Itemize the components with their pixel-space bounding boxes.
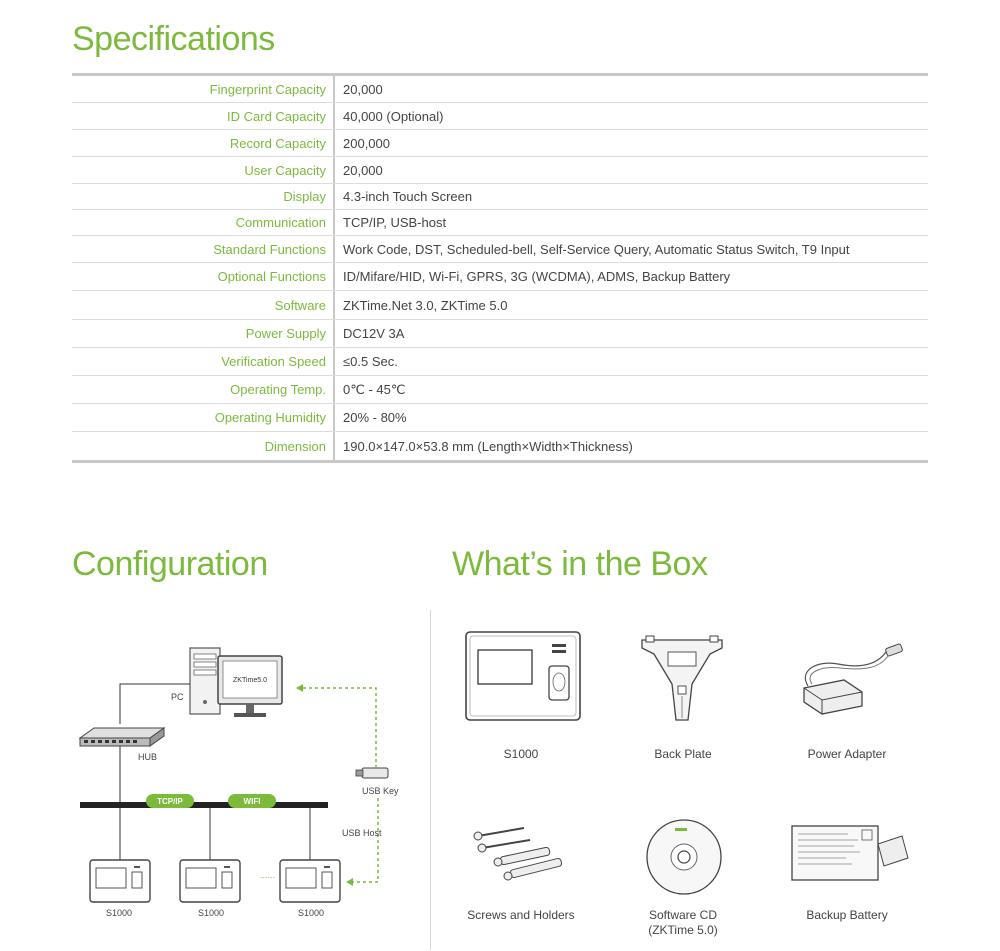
spec-row: Dimension 190.0×147.0×53.8 mm (Length×Wi…: [72, 432, 928, 460]
spec-value: 40,000 (Optional): [343, 108, 444, 124]
wifi-badge: [228, 794, 276, 808]
spec-label: Software: [72, 291, 335, 319]
s1000-device-icon: [179, 859, 241, 903]
spec-label: Dimension: [72, 432, 335, 460]
network-bus: [80, 802, 328, 808]
box-caption-power-adapter: Power Adapter: [807, 747, 887, 761]
spec-row: Standard Functions Work Code, DST, Sched…: [72, 236, 928, 263]
spec-value: 190.0×147.0×53.8 mm (Length×Width×Thickn…: [343, 438, 633, 454]
spec-label: Verification Speed: [72, 348, 335, 375]
spec-row: Fingerprint Capacity 20,000: [72, 76, 928, 103]
spec-label: User Capacity: [72, 157, 335, 183]
specifications-title: Specifications: [72, 20, 275, 58]
spec-row: Power Supply DC12V 3A: [72, 320, 928, 348]
box-caption-back-plate: Back Plate: [654, 747, 712, 761]
box-caption-screws: Screws and Holders: [467, 908, 575, 922]
s1000-device-icon: [89, 859, 151, 903]
box-caption-software-cd: Software CD (ZKTime 5.0): [603, 908, 763, 938]
spec-row: Display 4.3-inch Touch Screen: [72, 184, 928, 210]
device-label: S1000: [198, 908, 225, 918]
pc-tower-icon: [189, 647, 221, 715]
spec-value: 0℃ - 45℃: [343, 381, 406, 397]
spec-value: 20,000: [343, 162, 383, 178]
box-caption-backup-battery: Backup Battery: [806, 908, 888, 922]
pc-label: PC: [171, 692, 184, 702]
spec-value: 20,000: [343, 81, 383, 97]
device-label: S1000: [106, 908, 133, 918]
spec-value: ID/Mifare/HID, Wi-Fi, GPRS, 3G (WCDMA), …: [343, 269, 731, 284]
spec-value: 200,000: [343, 135, 390, 151]
spec-row: ID Card Capacity 40,000 (Optional): [72, 103, 928, 130]
spec-row: Verification Speed ≤0.5 Sec.: [72, 348, 928, 376]
power-adapter-icon: [803, 643, 903, 715]
spec-row: Optional Functions ID/Mifare/HID, Wi-Fi,…: [72, 263, 928, 291]
monitor-icon: ZKTime5.0: [217, 655, 283, 717]
spec-label: Standard Functions: [72, 236, 335, 262]
spec-label: Operating Temp.: [72, 376, 335, 403]
spec-row: Communication TCP/IP, USB-host: [72, 210, 928, 236]
screws-icon: [473, 827, 563, 881]
spec-value: DC12V 3A: [343, 326, 405, 341]
spec-row: Record Capacity 200,000: [72, 130, 928, 157]
battery-icon: [791, 825, 909, 881]
usb-key-label: USB Key: [362, 786, 399, 796]
device-icon: [465, 631, 581, 721]
spec-label: Optional Functions: [72, 263, 335, 290]
hub-label: HUB: [138, 752, 158, 762]
hub-icon: [78, 727, 166, 747]
screen-text: ZKTime5.0: [233, 677, 267, 684]
device-dots: ......: [260, 870, 275, 880]
whats-in-the-box-title: What’s in the Box: [452, 545, 708, 583]
back-plate-icon: [641, 635, 723, 721]
spec-label: Power Supply: [72, 320, 335, 347]
configuration-title: Configuration: [72, 545, 268, 583]
section-divider: [430, 610, 431, 950]
wifi-label: WIFI: [244, 797, 261, 806]
specifications-table: Fingerprint Capacity 20,000 ID Card Capa…: [72, 73, 928, 463]
box-caption-cd-line1: Software CD: [648, 908, 718, 922]
tcpip-label: TCP/IP: [157, 797, 183, 806]
spec-value: ≤0.5 Sec.: [343, 354, 398, 369]
spec-row: User Capacity 20,000: [72, 157, 928, 184]
device-label: S1000: [298, 908, 325, 918]
s1000-device-icon: [279, 859, 341, 903]
configuration-diagram-svg: ZKTime5.0 TCP/IP WIFI: [78, 647, 389, 903]
spec-label: ID Card Capacity: [72, 103, 335, 129]
box-caption-cd-line2: (ZKTime 5.0): [648, 923, 718, 937]
spec-row: Operating Humidity 20% - 80%: [72, 404, 928, 432]
configuration-diagram: ZKTime5.0 TCP/IP WIFI: [72, 620, 422, 950]
usb-host-label: USB Host: [342, 828, 382, 838]
spec-label: Display: [72, 184, 335, 209]
cd-icon: [646, 819, 722, 895]
spec-label: Fingerprint Capacity: [72, 76, 335, 102]
spec-label: Operating Humidity: [72, 404, 335, 431]
spec-label: Record Capacity: [72, 130, 335, 156]
box-caption-s1000: S1000: [503, 747, 539, 761]
spec-row: Software ZKTime.Net 3.0, ZKTime 5.0: [72, 291, 928, 320]
spec-value: Work Code, DST, Scheduled-bell, Self-Ser…: [343, 241, 850, 257]
spec-label: Communication: [72, 210, 335, 235]
spec-value: TCP/IP, USB-host: [343, 215, 447, 230]
tcpip-badge: [146, 794, 194, 808]
spec-value: 4.3-inch Touch Screen: [343, 189, 473, 204]
spec-value: 20% - 80%: [343, 410, 407, 425]
usb-key-icon: [355, 767, 389, 779]
spec-value: ZKTime.Net 3.0, ZKTime 5.0: [343, 297, 508, 313]
spec-row: Operating Temp. 0℃ - 45℃: [72, 376, 928, 404]
